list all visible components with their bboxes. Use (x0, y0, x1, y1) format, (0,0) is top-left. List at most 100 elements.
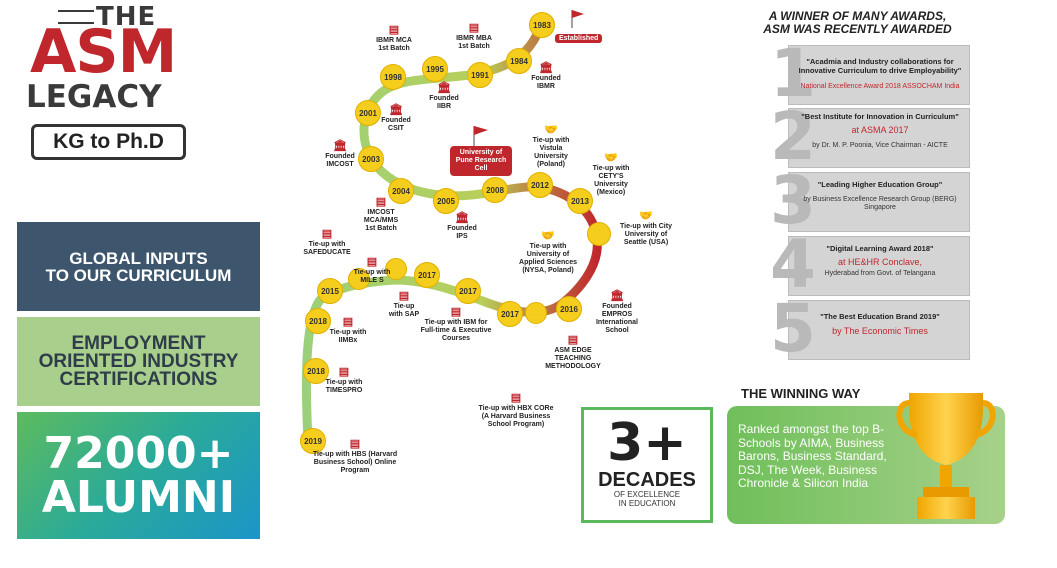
timeline-event: 🤝Tie-up with CETY'S University (Mexico) (586, 152, 636, 197)
institution-icon: 🏛 (437, 82, 451, 94)
year-marker: 2012 (527, 172, 553, 198)
award-title: "The Best Education Brand 2019" (820, 312, 940, 321)
document-icon: ▤ (510, 392, 522, 404)
awards-title-line: A WINNER OF MANY AWARDS, (768, 9, 947, 23)
award-title: "Leading Higher Education Group" (817, 180, 943, 189)
event-text: Tie-up with IBM for Full-time & Executiv… (420, 319, 492, 342)
event-text: IBMR MBA 1st Batch (456, 35, 492, 50)
event-text: Tie-up with HBS (Harvard Business School… (312, 451, 398, 474)
timeline-event: ▤IBMR MCA 1st Batch (372, 24, 416, 53)
winning-way-title: THE WINNING WAY (741, 386, 861, 401)
institution-icon: 🏛 (610, 290, 624, 302)
year-marker: 2003 (358, 146, 384, 172)
event-text: Tie-up with CETY'S University (Mexico) (592, 165, 630, 196)
award-sub: National Excellence Award 2018 ASSOCHAM … (800, 83, 960, 90)
event-text: Tie-up with SAP (388, 303, 420, 318)
decades-sub: IN EDUCATION (618, 499, 676, 508)
timeline-event: ▤IMCOST MCA/MMS 1st Batch (358, 196, 404, 233)
year-marker: 2018 (303, 358, 329, 384)
year-marker: 1991 (467, 62, 493, 88)
timeline-dot (348, 268, 370, 290)
event-text: Tie-up with MILE S (353, 269, 391, 284)
year-marker: 2017 (414, 262, 440, 288)
timeline-event: 🤝Tie-up with Vistula University (Poland) (526, 124, 576, 169)
document-icon: ▤ (388, 24, 400, 36)
timeline-event: 🏛Founded IMCOST (322, 140, 358, 169)
logo-lines (58, 10, 94, 24)
year-marker: 2004 (388, 178, 414, 204)
tagline-box: KG to Ph.D (31, 124, 186, 160)
year-marker: 2017 (455, 278, 481, 304)
logo-the: THE (96, 2, 157, 32)
decades-sub: OF EXCELLENCE (613, 490, 681, 499)
award-box (788, 45, 970, 105)
year-marker: 1983 (529, 12, 555, 38)
decades-number: 3+ (607, 413, 687, 473)
handshake-icon: 🤝 (541, 230, 555, 242)
award-card: 1 "Acadmia and Industry collaborations f… (770, 41, 970, 107)
award-sub: Hyderabad from Govt. of Telangana (824, 270, 936, 277)
timeline-event: 🏛Founded IIBR (426, 82, 462, 111)
alumni-count: 72000+ (43, 427, 234, 479)
document-icon: ▤ (321, 228, 333, 240)
year-marker: 2015 (317, 278, 343, 304)
timeline-event: 🤝Tie-up with City University of Seattle … (620, 210, 672, 247)
timeline-event: ▤Tie-up with SAP (386, 290, 422, 319)
panel-line: TO OUR CURRICULUM (45, 265, 232, 285)
document-icon: ▤ (375, 196, 387, 208)
event-text: Tie-up with TIMESPRO (325, 379, 363, 394)
award-highlight: at HE&HR Conclave, (837, 257, 923, 267)
handshake-icon: 🤝 (544, 124, 558, 136)
institution-icon: 🏛 (389, 104, 403, 116)
timeline-event: ▤Tie-up with HBX CORe (A Harvard Busines… (474, 392, 558, 429)
document-icon: ▤ (349, 438, 361, 450)
document-icon: ▤ (342, 316, 354, 328)
logo-legacy: LEGACY (26, 79, 162, 115)
timeline-dot (587, 222, 611, 246)
timeline-event: ▤Tie-up with IBM for Full-time & Executi… (420, 306, 492, 343)
pune-research-tag: University of Pune Research Cell (450, 146, 512, 176)
award-title: "Best Institute for Innovation in Curric… (801, 112, 959, 121)
award-title: "Acadmia and Industry collaborations for… (798, 57, 962, 75)
event-text: Tie-up with City University of Seattle (… (620, 223, 672, 246)
timeline-event: ▤Tie-up with SAFEDUCATE (300, 228, 354, 257)
document-icon: ▤ (567, 334, 579, 346)
award-number: 3 (770, 162, 816, 239)
event-text: ASM EDGE TEACHING METHODOLOGY (545, 347, 601, 370)
document-icon: ▤ (398, 290, 410, 302)
event-text: IBMR MCA 1st Batch (376, 37, 412, 52)
timeline-event: ▤Tie-up with MILE S (352, 256, 392, 285)
logo-asm: ASM (30, 17, 177, 87)
timeline-event: 🏛Founded CSIT (378, 104, 414, 133)
winning-way-text: Ranked amongst the top B-Schools by AIMA… (738, 422, 887, 490)
award-sub: by Business Excellence Research Group (B… (803, 196, 957, 211)
event-text: Tie-up with IIMBx (329, 329, 367, 344)
year-marker: 2001 (355, 100, 381, 126)
document-icon: ▤ (468, 22, 480, 34)
trophy-icon (896, 393, 996, 519)
year-marker: 1995 (422, 56, 448, 82)
panel-line: CERTIFICATIONS (59, 368, 218, 390)
timeline-dot (385, 258, 407, 280)
timeline-dot (525, 302, 547, 324)
document-icon: ▤ (366, 256, 378, 268)
award-card: 4 "Digital Learning Award 2018" at HE&HR… (770, 232, 970, 298)
award-highlight: by The Economic Times (832, 326, 928, 336)
timeline-event: 🏛Founded EMPROS International School (594, 290, 640, 335)
award-box (788, 108, 970, 168)
event-text: Founded IBMR (531, 75, 561, 90)
decades-word: DECADES (598, 469, 696, 491)
institution-icon: 🏛 (455, 212, 469, 224)
award-number: 5 (770, 290, 816, 367)
award-box (788, 172, 970, 232)
year-marker: 2018 (305, 308, 331, 334)
award-number: 4 (770, 226, 816, 303)
event-text: Founded IPS (447, 225, 477, 240)
award-card: 2 "Best Institute for Innovation in Curr… (770, 104, 970, 170)
award-number: 2 (770, 98, 816, 175)
event-text: Tie-up with HBX CORe (A Harvard Business… (478, 405, 554, 428)
year-marker: 2019 (300, 428, 326, 454)
year-marker: 2013 (567, 188, 593, 214)
timeline-event: 🏛Founded IBMR (528, 62, 564, 91)
